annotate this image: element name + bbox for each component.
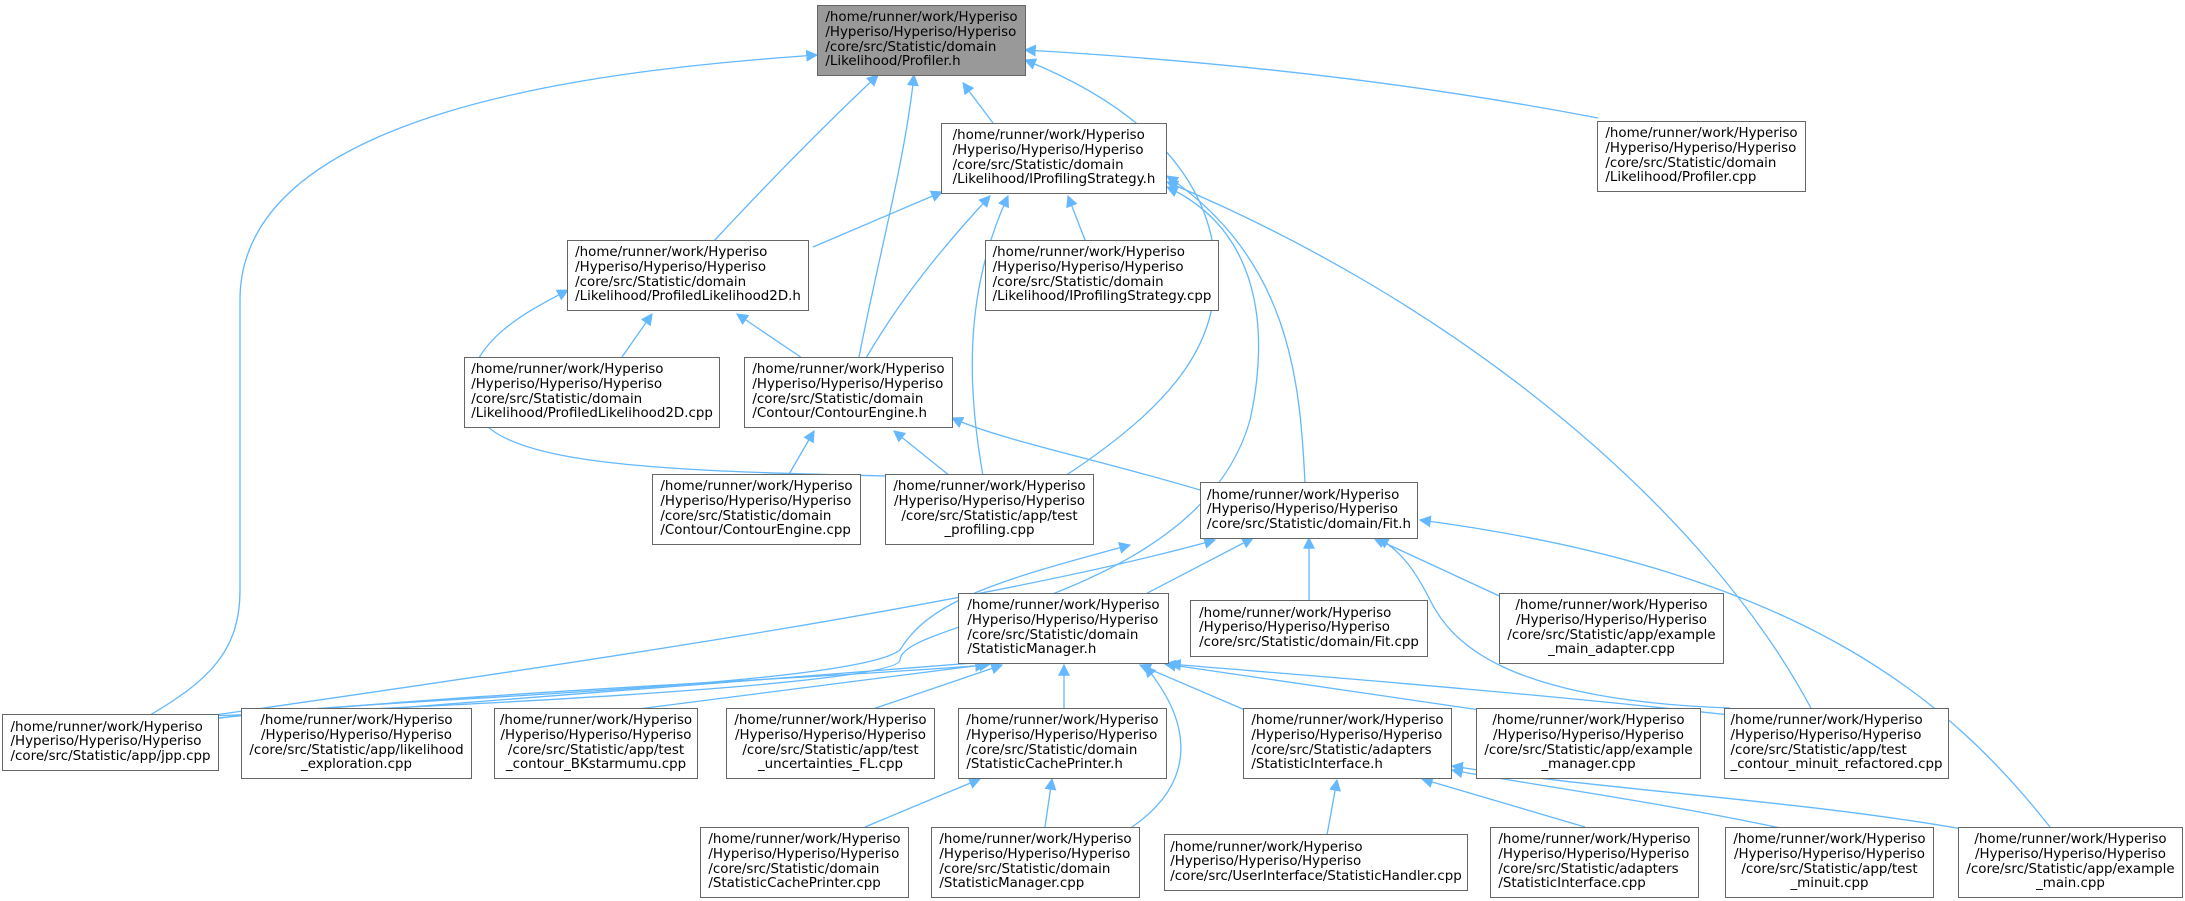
edge-bkstar-to-statmanager [629, 659, 992, 711]
edge-jpp-to-profiler [149, 49, 819, 716]
node-statistic-manager-cpp[interactable]: /home/runner/work/Hyperiso /Hyperiso/Hyp… [931, 827, 1140, 898]
node-statistic-cache-printer-h[interactable]: /home/runner/work/Hyperiso /Hyperiso/Hyp… [958, 708, 1167, 779]
node-test-uncertainties-fl-cpp[interactable]: /home/runner/work/Hyperiso /Hyperiso/Hyp… [726, 708, 935, 779]
node-label: /home/runner/work/Hyperiso /Hyperiso/Hyp… [1733, 832, 1926, 892]
edge-stathandler-to-statinterface [1326, 778, 1341, 836]
node-statistic-interface-cpp[interactable]: /home/runner/work/Hyperiso /Hyperiso/Hyp… [1490, 827, 1699, 898]
node-fit-cpp[interactable]: /home/runner/work/Hyperiso /Hyperiso/Hyp… [1190, 600, 1428, 657]
edge-statmanager-to-fit [1133, 537, 1255, 601]
node-statistic-cache-printer-cpp[interactable]: /home/runner/work/Hyperiso /Hyperiso/Hyp… [700, 827, 909, 898]
node-label: /home/runner/work/Hyperiso /Hyperiso/Hyp… [1730, 713, 1943, 773]
edge-cacheprinter-cpp-to-cacheprinter [864, 777, 982, 828]
edge-contour-to-iprofiling [865, 195, 991, 359]
node-label: /home/runner/work/Hyperiso /Hyperiso/Hyp… [499, 713, 693, 773]
edge-test-profiling-to-iprofiling [971, 194, 1009, 477]
edge-fit-to-iprofiling [1166, 175, 1306, 484]
node-test-contour-minuit-refactored-cpp[interactable]: /home/runner/work/Hyperiso /Hyperiso/Hyp… [1724, 708, 1949, 779]
edge-test-profiling-to-contour [893, 430, 951, 477]
node-label: /home/runner/work/Hyperiso /Hyperiso/Hyp… [1605, 126, 1798, 186]
edge-example-adapter-to-fit [1372, 537, 1509, 601]
node-label: /home/runner/work/Hyperiso /Hyperiso/Hyp… [1507, 598, 1716, 658]
node-label: /home/runner/work/Hyperiso /Hyperiso/Hyp… [471, 362, 713, 422]
node-label: /home/runner/work/Hyperiso /Hyperiso/Hyp… [1498, 832, 1691, 892]
node-example-main-adapter-cpp[interactable]: /home/runner/work/Hyperiso /Hyperiso/Hyp… [1499, 593, 1724, 664]
edge-contour-to-profiler [858, 73, 919, 358]
node-label: /home/runner/work/Hyperiso /Hyperiso/Hyp… [752, 362, 945, 422]
node-contour-engine-h[interactable]: /home/runner/work/Hyperiso /Hyperiso/Hyp… [744, 357, 953, 428]
node-statistic-handler-cpp[interactable]: /home/runner/work/Hyperiso /Hyperiso/Hyp… [1164, 834, 1468, 891]
node-label: /home/runner/work/Hyperiso /Hyperiso/Hyp… [967, 598, 1160, 658]
edge-likelihood-to-statmanager [396, 656, 988, 709]
node-label: /home/runner/work/Hyperiso /Hyperiso/Hyp… [660, 479, 853, 539]
node-label: /home/runner/work/Hyperiso /Hyperiso/Hyp… [966, 713, 1159, 773]
edge-statinterface-cpp-to-statinterface [1420, 776, 1586, 828]
edge-jpp-loop [209, 542, 1132, 721]
edge-statinterface-to-statmanager [1138, 663, 1246, 711]
node-likelihood-exploration-cpp[interactable]: /home/runner/work/Hyperiso /Hyperiso/Hyp… [241, 708, 472, 779]
node-jpp-cpp[interactable]: /home/runner/work/Hyperiso /Hyperiso/Hyp… [2, 714, 219, 771]
edge-contour-to-profiled2d [736, 313, 803, 359]
node-profiled-likelihood2d-cpp[interactable]: /home/runner/work/Hyperiso /Hyperiso/Hyp… [464, 357, 720, 428]
node-label: /home/runner/work/Hyperiso /Hyperiso/Hyp… [575, 245, 801, 305]
node-label: /home/runner/work/Hyperiso /Hyperiso/Hyp… [952, 128, 1156, 188]
node-label: /home/runner/work/Hyperiso /Hyperiso/Hyp… [1207, 487, 1411, 532]
node-profiler-h[interactable]: /home/runner/work/Hyperiso /Hyperiso/Hyp… [817, 5, 1026, 76]
node-label: /home/runner/work/Hyperiso /Hyperiso/Hyp… [825, 10, 1018, 70]
edge-test-ref-to-statmanager [1168, 658, 1731, 716]
edge-test-contour-ref-to-fit [1376, 537, 1731, 709]
node-test-contour-bkstarmumu-cpp[interactable]: /home/runner/work/Hyperiso /Hyperiso/Hyp… [494, 708, 698, 779]
edge-example-manager-to-statmanager [1163, 659, 1481, 711]
node-example-main-cpp[interactable]: /home/runner/work/Hyperiso /Hyperiso/Hyp… [1958, 827, 2183, 898]
node-label: /home/runner/work/Hyperiso /Hyperiso/Hyp… [893, 479, 1086, 539]
edge-profiler-cpp-to-profiler [1023, 44, 1599, 119]
edge-contour-cpp-to-contour [787, 429, 815, 477]
node-fit-h[interactable]: /home/runner/work/Hyperiso /Hyperiso/Hyp… [1200, 482, 1418, 539]
node-label: /home/runner/work/Hyperiso /Hyperiso/Hyp… [734, 713, 927, 773]
node-label: /home/runner/work/Hyperiso /Hyperiso/Hyp… [1966, 832, 2175, 892]
edge-jpp-to-fit [207, 537, 1217, 717]
node-label: /home/runner/work/Hyperiso /Hyperiso/Hyp… [1199, 605, 1419, 650]
edge-test-contour-ref-to-iprofiling [1165, 180, 1813, 711]
edge-profiled2d-to-iprofiling [812, 190, 944, 248]
node-iprofiling-strategy-cpp[interactable]: /home/runner/work/Hyperiso /Hyperiso/Hyp… [985, 240, 1219, 311]
node-label: /home/runner/work/Hyperiso /Hyperiso/Hyp… [939, 832, 1132, 892]
edge-profiled2d-cpp-to-profiled2d [621, 313, 653, 358]
node-label: /home/runner/work/Hyperiso /Hyperiso/Hyp… [1251, 713, 1444, 773]
node-statistic-interface-h[interactable]: /home/runner/work/Hyperiso /Hyperiso/Hyp… [1243, 708, 1452, 779]
edge-uncert-to-statmanager [869, 662, 1004, 711]
node-profiled-likelihood2d-h[interactable]: /home/runner/work/Hyperiso /Hyperiso/Hyp… [567, 240, 809, 311]
node-profiler-cpp[interactable]: /home/runner/work/Hyperiso /Hyperiso/Hyp… [1597, 121, 1806, 192]
node-label: /home/runner/work/Hyperiso /Hyperiso/Hyp… [992, 245, 1212, 305]
node-contour-engine-cpp[interactable]: /home/runner/work/Hyperiso /Hyperiso/Hyp… [652, 474, 861, 545]
edge-iprofiling-cpp-to-iprofiling [1066, 194, 1086, 241]
edge-example-main-to-fit [1418, 515, 2051, 828]
node-example-manager-cpp[interactable]: /home/runner/work/Hyperiso /Hyperiso/Hyp… [1476, 708, 1701, 779]
node-label: /home/runner/work/Hyperiso /Hyperiso/Hyp… [249, 713, 464, 773]
node-label: /home/runner/work/Hyperiso /Hyperiso/Hyp… [1170, 839, 1462, 884]
edge-statmanager-cpp-to-cacheprinter [1044, 777, 1057, 828]
node-test-profiling-cpp[interactable]: /home/runner/work/Hyperiso /Hyperiso/Hyp… [885, 474, 1094, 545]
edge-statmanager-cpp-to-statmanager [1131, 665, 1182, 828]
edge-profiled2d-to-profiler [712, 74, 879, 243]
edge-fit-to-contour [950, 417, 1201, 491]
node-label: /home/runner/work/Hyperiso /Hyperiso/Hyp… [708, 832, 901, 892]
node-label: /home/runner/work/Hyperiso /Hyperiso/Hyp… [10, 719, 211, 764]
edge-iprofiling-to-profiler [962, 82, 994, 124]
node-iprofiling-strategy-h[interactable]: /home/runner/work/Hyperiso /Hyperiso/Hyp… [941, 123, 1167, 194]
node-statistic-manager-h[interactable]: /home/runner/work/Hyperiso /Hyperiso/Hyp… [958, 593, 1169, 664]
node-test-minuit-cpp[interactable]: /home/runner/work/Hyperiso /Hyperiso/Hyp… [1725, 827, 1934, 898]
node-label: /home/runner/work/Hyperiso /Hyperiso/Hyp… [1484, 713, 1693, 773]
